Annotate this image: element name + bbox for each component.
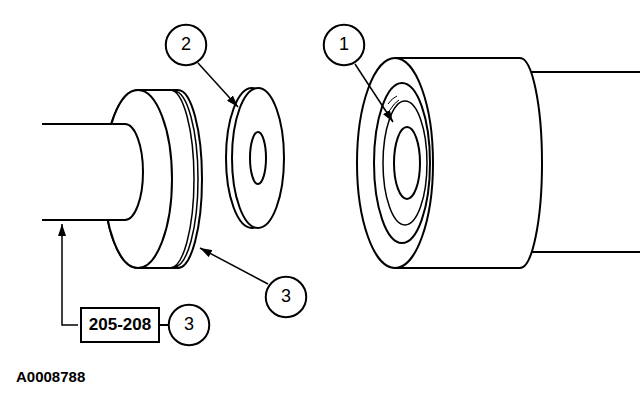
leader-line [355, 64, 393, 122]
washer-face [232, 88, 284, 228]
callout-number: 3 [281, 287, 291, 307]
connector-line [160, 324, 169, 326]
leader-line [200, 248, 268, 284]
housing-rear [528, 72, 640, 252]
tool-shaft-edge [42, 124, 125, 220]
washer-hole [250, 132, 266, 184]
housing-face [357, 58, 433, 268]
callout-circle: 3 [264, 275, 308, 319]
callout-circle: 3 [167, 303, 211, 347]
seal-hatch [388, 96, 399, 110]
tool-number: 205-208 [89, 316, 151, 335]
callout-ring [266, 277, 306, 317]
callout-circle: 1 [322, 23, 366, 67]
callout-ring [324, 25, 364, 65]
housing-ring [383, 101, 427, 225]
leader-line [62, 224, 78, 325]
leader-line [198, 63, 238, 107]
callout-circle: 2 [164, 23, 208, 67]
callout-ring [166, 25, 206, 65]
tool-shaft [40, 125, 125, 219]
callout-number: 2 [181, 35, 191, 55]
housing-bore [394, 127, 420, 199]
tool-number-box: 205-208 [80, 307, 160, 343]
callout-number: 1 [339, 35, 349, 55]
tool-groove [170, 90, 198, 268]
callout-number: 3 [184, 315, 194, 335]
callout-ring [169, 305, 209, 345]
figure-id: A0008788 [16, 368, 85, 385]
